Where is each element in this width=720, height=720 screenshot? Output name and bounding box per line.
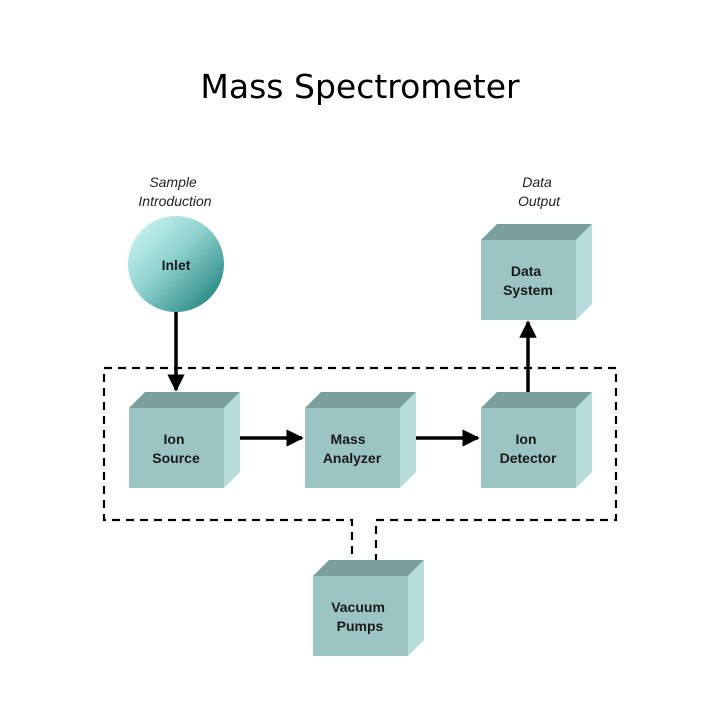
data-system-node: Data System bbox=[481, 224, 592, 320]
inlet-node: Inlet bbox=[128, 216, 224, 312]
ion-detector-label: Ion Detector bbox=[500, 431, 557, 466]
data-system-front bbox=[481, 240, 576, 320]
vacuum-pumps-top bbox=[313, 560, 424, 576]
diagram-title: Mass Spectrometer bbox=[200, 67, 520, 106]
ion-detector-node: Ion Detector bbox=[481, 392, 592, 488]
data-system-label: Data System bbox=[503, 263, 553, 298]
vacuum-pumps-label: Vacuum Pumps bbox=[331, 599, 389, 634]
ion-detector-front bbox=[481, 408, 576, 488]
ion-detector-top bbox=[481, 392, 592, 408]
mass-analyzer-side bbox=[400, 392, 416, 488]
inlet-sphere bbox=[128, 216, 224, 312]
vacuum-pumps-side bbox=[408, 560, 424, 656]
ion-source-front bbox=[129, 408, 224, 488]
mass-analyzer-label: Mass Analyzer bbox=[323, 431, 382, 466]
mass-analyzer-node: Mass Analyzer bbox=[305, 392, 416, 488]
mass-analyzer-top bbox=[305, 392, 416, 408]
data-output-caption: Data Output bbox=[518, 174, 561, 209]
ion-detector-side bbox=[576, 392, 592, 488]
data-system-side bbox=[576, 224, 592, 320]
inlet-label: Inlet bbox=[162, 257, 191, 273]
ion-source-node: Ion Source bbox=[129, 392, 240, 488]
ion-source-side bbox=[224, 392, 240, 488]
vacuum-pumps-node: Vacuum Pumps bbox=[313, 560, 424, 656]
ion-source-label: Ion Source bbox=[152, 431, 200, 466]
vacuum-enclosure-boundary bbox=[102, 366, 618, 568]
data-system-top bbox=[481, 224, 592, 240]
vacuum-pumps-front bbox=[313, 576, 408, 656]
mass-analyzer-front bbox=[305, 408, 400, 488]
ion-source-top bbox=[129, 392, 240, 408]
sample-introduction-caption: Sample Introduction bbox=[138, 174, 211, 209]
